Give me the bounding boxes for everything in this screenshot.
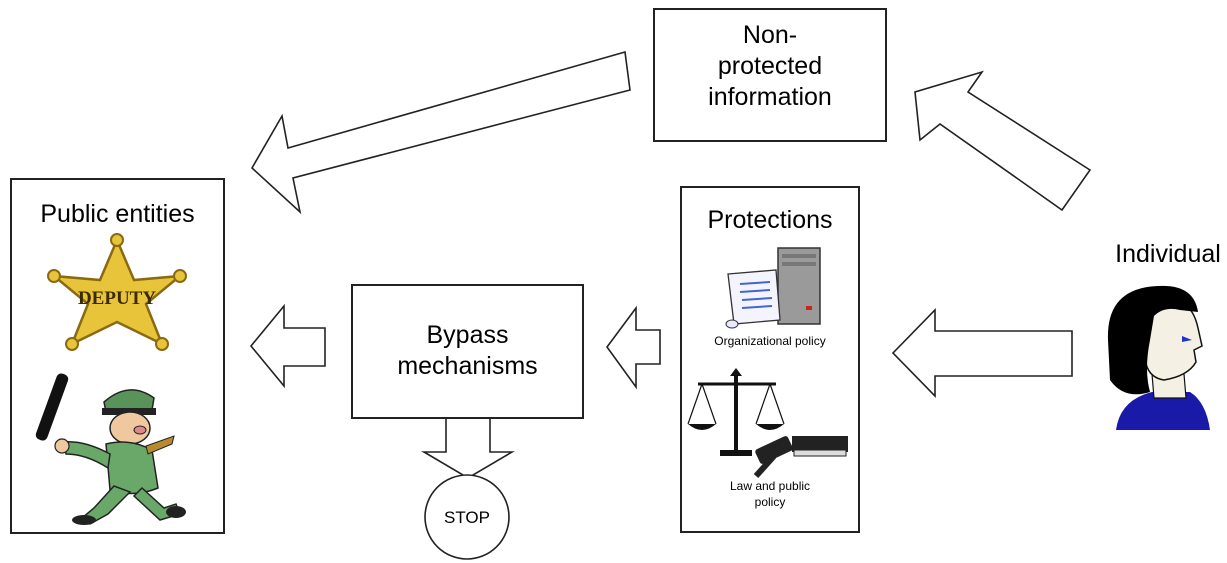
public-entities-box: Public entities DEPUTY — [10, 178, 225, 534]
protections-box: Protections Organizational policy Law an… — [680, 186, 860, 533]
arrow-individual-to-nonprotected — [914, 70, 1092, 212]
bypass-mechanisms-box: Bypass mechanisms — [351, 284, 584, 419]
individual-title: Individual — [1115, 240, 1221, 268]
arrow-nonprotected-to-public — [250, 50, 631, 215]
arrow-bypass-to-stop — [421, 417, 515, 479]
bypass-line1: Bypass — [426, 321, 509, 349]
public-entities-title: Public entities — [40, 200, 195, 228]
non-protected-line3: information — [708, 83, 832, 111]
deputy-badge-icon: DEPUTY — [47, 233, 187, 351]
bypass-label: Bypass mechanisms — [353, 320, 582, 382]
organizational-policy-label: Organizational policy — [714, 334, 826, 348]
scales-gavel-book-icon — [687, 368, 848, 479]
stop-circle — [424, 474, 510, 560]
deputy-badge-text: DEPUTY — [78, 288, 156, 309]
non-protected-line1: Non- — [742, 21, 798, 49]
arrow-protections-to-bypass — [606, 305, 661, 390]
non-protected-box: Non- protected information — [653, 8, 887, 142]
bypass-line2: mechanisms — [397, 352, 538, 380]
arrow-individual-to-protections — [891, 308, 1073, 398]
law-policy-line2: policy — [754, 495, 786, 509]
stop-label: STOP — [444, 508, 490, 527]
non-protected-label: Non- protected information — [655, 20, 885, 113]
law-policy-label: Law and public policy — [682, 478, 858, 510]
arrow-bypass-to-public — [249, 303, 326, 389]
protections-title: Protections — [707, 206, 833, 234]
server-document-icon — [725, 247, 821, 329]
individual-person-icon — [1107, 285, 1210, 430]
police-officer-icon — [35, 373, 186, 525]
non-protected-line2: protected — [717, 52, 823, 80]
law-policy-line1: Law and public — [729, 479, 811, 493]
